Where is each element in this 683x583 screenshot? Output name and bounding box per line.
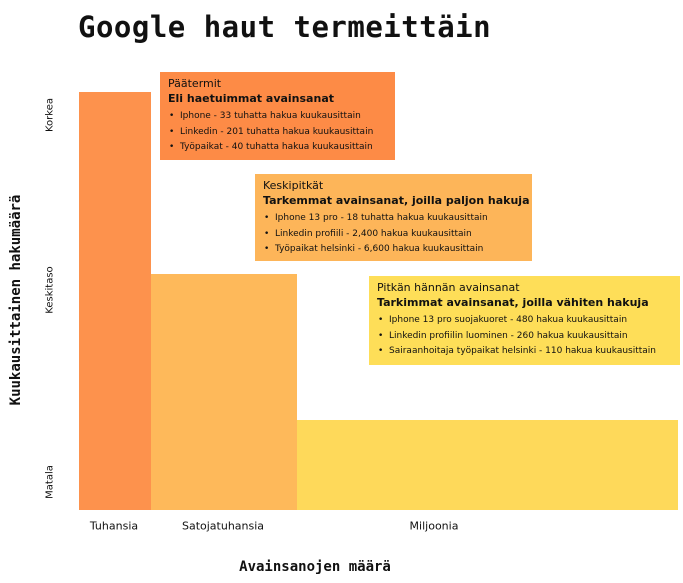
y-tick-medium: Keskitaso <box>44 266 56 314</box>
x-tick-thousands: Tuhansia <box>89 519 139 533</box>
box-heading: Tarkimmat avainsanat, joilla vähiten hak… <box>377 296 649 309</box>
list-item: Iphone 13 pro - 18 tuhatta hakua kuukaus… <box>264 211 524 227</box>
box-heading: Eli haetuimmat avainsanat <box>168 92 334 105</box>
x-tick-millions: Miljoonia <box>409 519 459 533</box>
box-list: Iphone 13 pro - 18 tuhatta hakua kuukaus… <box>263 211 524 258</box>
long-tail-info-box: Pitkän hännän avainsanat Tarkimmat avain… <box>369 276 680 365</box>
y-axis-label: Kuukausittainen hakumäärä <box>8 194 24 406</box>
list-item: Linkedin - 201 tuhatta hakua kuukausitta… <box>169 125 387 141</box>
x-axis-label: Avainsanojen määrä <box>239 559 391 575</box>
box-list: Iphone - 33 tuhatta hakua kuukausittain … <box>168 109 387 156</box>
box-heading: Tarkemmat avainsanat, joilla paljon haku… <box>263 194 530 207</box>
head-terms-info-box: Päätermit Eli haetuimmat avainsanat Ipho… <box>160 72 395 160</box>
mid-tail-info-box: Keskipitkät Tarkemmat avainsanat, joilla… <box>255 174 532 261</box>
list-item: Sairaanhoitaja työpaikat helsinki - 110 … <box>378 344 672 360</box>
list-item: Työpaikat helsinki - 6,600 hakua kuukaus… <box>264 242 524 258</box>
y-tick-low: Matala <box>44 465 56 499</box>
list-item: Linkedin profiili - 2,400 hakua kuukausi… <box>264 227 524 243</box>
box-category: Päätermit <box>168 77 222 90</box>
box-category: Pitkän hännän avainsanat <box>377 281 520 294</box>
y-tick-high: Korkea <box>44 97 56 133</box>
box-list: Iphone 13 pro suojakuoret - 480 hakua ku… <box>377 313 672 360</box>
head-terms-block <box>79 92 151 510</box>
list-item: Työpaikat - 40 tuhatta hakua kuukausitta… <box>169 140 387 156</box>
list-item: Linkedin profiilin luominen - 260 hakua … <box>378 329 672 345</box>
list-item: Iphone 13 pro suojakuoret - 480 hakua ku… <box>378 313 672 329</box>
list-item: Iphone - 33 tuhatta hakua kuukausittain <box>169 109 387 125</box>
diagram-title: Google haut termeittäin <box>78 10 492 44</box>
box-category: Keskipitkät <box>263 179 324 192</box>
mid-tail-block <box>151 274 297 510</box>
x-tick-hundreds-of-thousands: Satojatuhansia <box>181 519 265 533</box>
long-tail-block <box>297 420 678 510</box>
